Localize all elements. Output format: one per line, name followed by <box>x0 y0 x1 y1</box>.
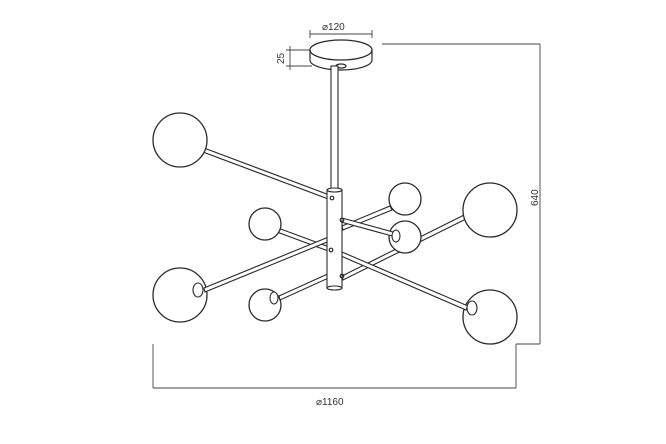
socket-lower-left <box>192 282 204 298</box>
total-height-label: 640 <box>530 189 541 206</box>
globe-lower-right <box>462 289 518 345</box>
canopy <box>309 39 373 71</box>
arm-lower-right <box>340 251 469 311</box>
globe-lower-left <box>152 267 208 323</box>
total-width-label: ⌀1160 <box>316 397 344 408</box>
globe-right <box>462 182 518 238</box>
globe-upper-left <box>152 112 208 168</box>
globe-small-upper-right <box>388 182 422 216</box>
canopy-height-label: 25 <box>276 52 287 64</box>
socket-small-lower <box>269 291 279 305</box>
arm-small-lower <box>278 271 334 301</box>
globe-small-center <box>388 220 422 254</box>
arm-upper-left <box>202 147 333 201</box>
down-rod <box>330 65 339 193</box>
globe-small-left <box>248 207 282 241</box>
sockets <box>192 229 478 316</box>
dimension-lines <box>152 30 541 389</box>
socket-small-center <box>391 229 401 243</box>
central-body <box>326 187 345 291</box>
globes <box>152 112 518 345</box>
center-cylinder <box>326 189 343 289</box>
socket-lower-right <box>466 300 478 316</box>
canopy-diameter-label: ⌀120 <box>322 22 345 33</box>
